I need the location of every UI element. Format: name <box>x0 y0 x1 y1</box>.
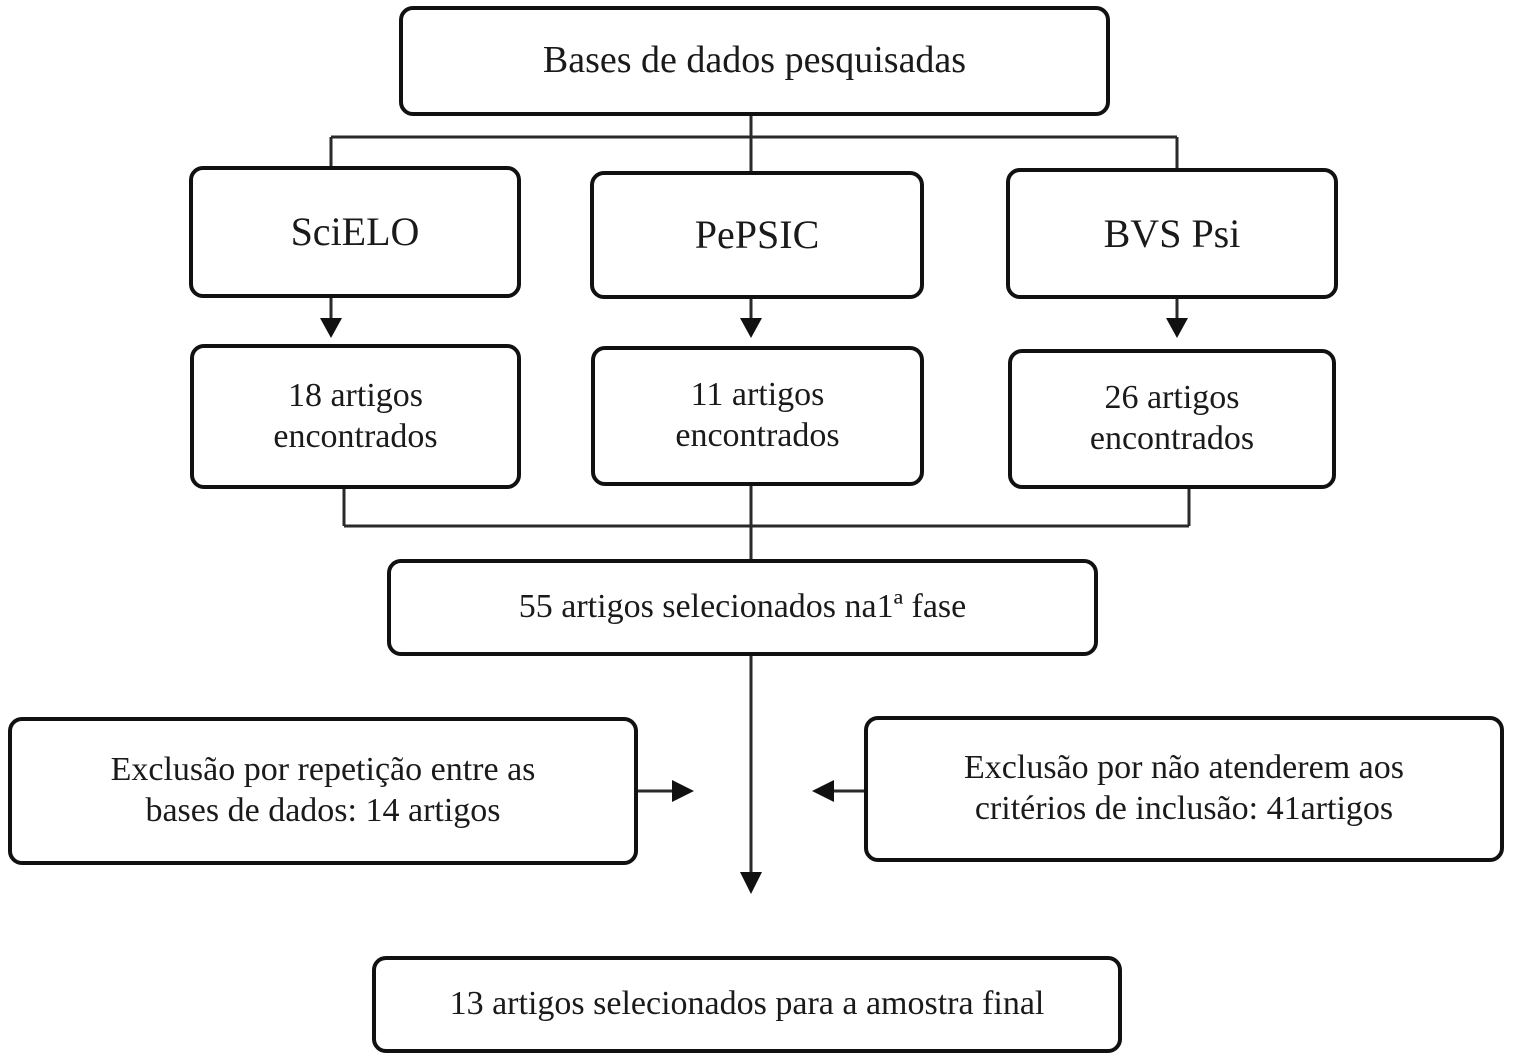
count-scielo-line2: encontrados <box>273 417 438 455</box>
count-bvs-psi-line2: encontrados <box>1089 420 1255 457</box>
count-box-bvs-psi: 26 artigos encontrados <box>1008 349 1336 489</box>
exclusion-repetition-line2: bases de dados: 14 artigos <box>145 792 501 829</box>
count-box-pepsic: 11 artigos encontrados <box>591 346 924 486</box>
final-sample-label: 13 artigos selecionados para a amostra f… <box>449 985 1045 1023</box>
exclusion-repetition-line1: Exclusão por repetição entre as <box>110 751 536 789</box>
arrow-right-head <box>812 780 834 802</box>
database-box-scielo: SciELO <box>189 166 521 298</box>
count-bvs-psi-line1: 26 artigos <box>1104 379 1240 417</box>
search-databases-label: Bases de dados pesquisadas <box>542 39 967 82</box>
count-pepsic-line2: encontrados <box>675 417 840 454</box>
count-scielo-line1: 18 artigos <box>287 376 424 414</box>
database-box-pepsic: PePSIC <box>590 171 924 299</box>
arrow-main-head <box>740 872 762 894</box>
arrow-left-head <box>672 780 694 802</box>
database-label-pepsic: PePSIC <box>694 212 820 257</box>
arrow-scielo-head <box>320 318 342 338</box>
search-databases-box: Bases de dados pesquisadas <box>399 6 1110 116</box>
database-box-bvs-psi: BVS Psi <box>1006 168 1338 299</box>
exclusion-criteria-box: Exclusão por não atenderem aos critérios… <box>864 716 1504 862</box>
arrow-pepsic-head <box>740 318 762 338</box>
count-pepsic-line1: 11 artigos <box>690 376 825 414</box>
phase1-selection-box: 55 artigos selecionados na1ª fase <box>387 559 1098 656</box>
exclusion-repetition-box: Exclusão por repetição entre as bases de… <box>8 717 638 865</box>
database-label-bvs-psi: BVS Psi <box>1103 210 1241 256</box>
database-label-scielo: SciELO <box>290 209 420 254</box>
count-box-scielo: 18 artigos encontrados <box>190 344 521 489</box>
exclusion-criteria-line2: critérios de inclusão: 41artigos <box>974 790 1394 827</box>
final-sample-box: 13 artigos selecionados para a amostra f… <box>372 956 1122 1053</box>
phase1-selection-label: 55 artigos selecionados na1ª fase <box>518 588 967 626</box>
exclusion-criteria-line1: Exclusão por não atenderem aos <box>964 749 1404 787</box>
arrow-bvs-head <box>1166 318 1188 338</box>
